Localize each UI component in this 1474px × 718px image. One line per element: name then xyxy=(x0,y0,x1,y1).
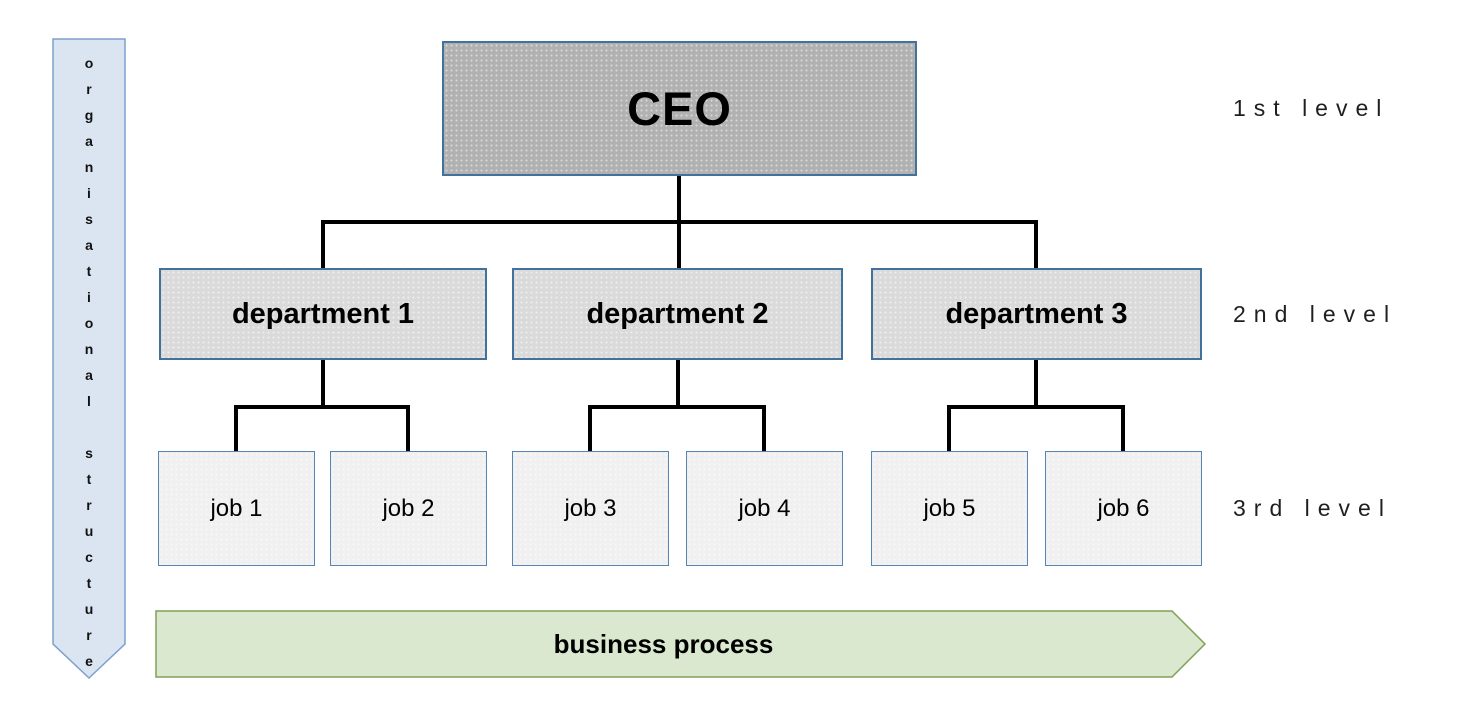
node-job-6: job 6 xyxy=(1045,451,1202,566)
connector-drop-job-2 xyxy=(406,405,410,451)
connector-bracket-department-2 xyxy=(588,405,766,409)
connector-drop-job-6 xyxy=(1121,405,1125,451)
node-job-4: job 4 xyxy=(686,451,843,566)
node-job-5: job 5 xyxy=(871,451,1028,566)
node-job-6-label: job 6 xyxy=(1097,494,1150,522)
level-label-2: 2nd level xyxy=(1233,301,1398,327)
node-job-2: job 2 xyxy=(330,451,487,566)
node-job-1: job 1 xyxy=(158,451,315,566)
connector-drop-job-3 xyxy=(588,405,592,451)
connector-ceo-trunk xyxy=(677,176,681,224)
connector-stub-department-1 xyxy=(321,359,325,409)
connector-drop-department-2 xyxy=(677,222,681,268)
connector-drop-department-3 xyxy=(1034,222,1038,268)
node-job-1-label: job 1 xyxy=(210,494,263,522)
organisational-structure-arrow: organisational structure xyxy=(52,38,126,680)
node-ceo: CEO xyxy=(442,41,917,176)
connector-drop-department-1 xyxy=(321,222,325,268)
node-job-2-label: job 2 xyxy=(382,494,435,522)
node-department-2: department 2 xyxy=(512,268,843,360)
level-label-3: 3rd level xyxy=(1233,495,1392,521)
business-process-arrow: business process xyxy=(155,610,1207,678)
node-job-3: job 3 xyxy=(512,451,669,566)
connector-drop-job-1 xyxy=(234,405,238,451)
level-label-1: 1st level xyxy=(1233,95,1390,121)
down-arrow-shape xyxy=(52,38,126,680)
node-job-5-label: job 5 xyxy=(923,494,976,522)
connector-bracket-department-3 xyxy=(947,405,1125,409)
node-department-3-label: department 3 xyxy=(945,297,1128,330)
node-job-4-label: job 4 xyxy=(738,494,791,522)
connector-drop-job-5 xyxy=(947,405,951,451)
org-arrow-label: organisational structure xyxy=(81,55,97,679)
connector-stub-department-3 xyxy=(1034,359,1038,409)
node-job-3-label: job 3 xyxy=(564,494,617,522)
node-ceo-label: CEO xyxy=(627,82,732,135)
connector-stub-department-2 xyxy=(676,359,680,409)
right-arrow-shape xyxy=(155,610,1207,678)
node-department-2-label: department 2 xyxy=(586,297,769,330)
node-department-1: department 1 xyxy=(159,268,487,360)
node-department-1-label: department 1 xyxy=(231,297,415,330)
connector-drop-job-4 xyxy=(762,405,766,451)
node-department-3: department 3 xyxy=(871,268,1202,360)
connector-bracket-department-1 xyxy=(234,405,410,409)
business-process-label: business process xyxy=(553,628,774,659)
